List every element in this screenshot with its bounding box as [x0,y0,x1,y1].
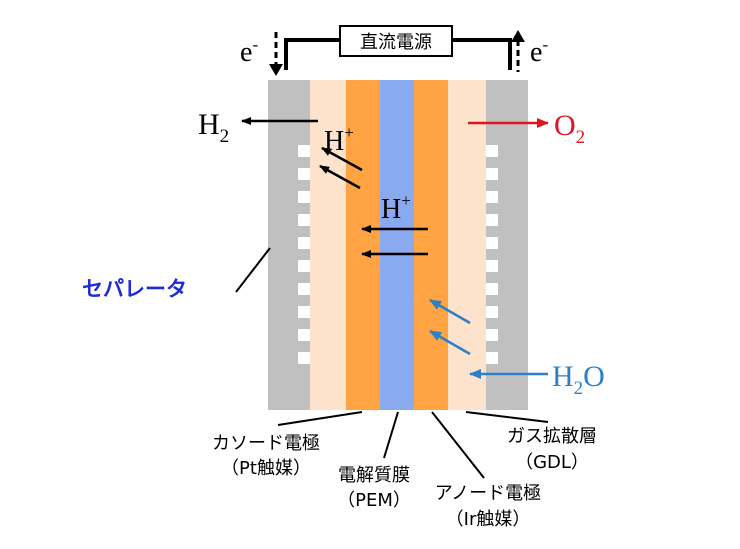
cathode-flow-channel [298,145,310,157]
cathode-flow-channel [298,329,310,341]
membrane-proton-label: H+ [381,191,411,225]
anode-electrode-label: アノード電極 [435,483,541,504]
cathode-flow-channel [298,306,310,318]
cathode-gdl [310,80,346,410]
gdl-leader-line [465,411,549,423]
anode-flow-channel [486,145,498,157]
anode-flow-channel [486,168,498,180]
oxygen-label: O2 [554,109,585,148]
separator-leader-line [235,247,271,293]
anode-flow-channel [486,306,498,318]
cathode-flow-channel [298,237,310,249]
power-supply-label: 直流電源 [360,32,432,53]
anode-catalyst-layer [414,80,448,410]
cathode-catalyst-label: （Pt触媒） [221,458,311,479]
cathode-flow-channel [298,260,310,272]
pem-label: 電解質膜 [338,465,410,486]
anode-leader-line [431,411,485,479]
power-circuit: 直流電源 [284,25,512,70]
cathode-leader-line [277,411,363,426]
cathode-proton-arrow-1 [321,146,363,172]
cathode-electrode-label: カソード電極 [212,433,320,454]
bottom-leader-lines [277,411,549,479]
anode-flow-channel [486,237,498,249]
electrolyte-membrane [380,80,414,410]
cathode-flow-channel [298,168,310,180]
cathode-proton-arrow-2 [319,164,361,190]
pem-abbr-label: （PEM） [337,490,411,511]
water-arrow-2 [429,329,471,356]
cathode-flow-channel [298,214,310,226]
anode-flow-channel [486,191,498,203]
electron-flow-left: e- [240,32,283,76]
separator-label: セパレータ [82,277,187,301]
anode-flow-channel [486,283,498,295]
anode-flow-channel [486,352,498,364]
hydrogen-label: H2 [198,108,229,147]
circuit-wire-left [284,38,340,70]
anode-catalyst-label: （Ir触媒） [446,509,531,530]
cathode-catalyst-layer [346,80,380,410]
pem-leader-line [383,411,399,459]
cell-stack [268,80,528,410]
anode-flow-channel [486,260,498,272]
power-supply-box [339,25,453,57]
electron-flow-right: e- [511,30,548,72]
anode-flow-channels [486,145,498,364]
electron-label-right: e- [530,35,548,68]
water-arrow-1 [429,298,471,325]
gdl-abbr-label: （GDL） [515,452,589,473]
circuit-wire-right [452,38,512,70]
cathode-flow-channel [298,352,310,364]
cathode-flow-channel [298,191,310,203]
electron-arrowhead-left [269,64,283,76]
electron-label-left: e- [240,35,258,68]
cathode-flow-channels [298,145,310,364]
water-label: H2O [552,360,605,399]
cathode-flow-channel [298,283,310,295]
electron-arrowhead-right [511,30,525,42]
anode-gdl [448,80,486,410]
gdl-label: ガス拡散層 [507,426,597,447]
anode-flow-channel [486,329,498,341]
anode-flow-channel [486,214,498,226]
